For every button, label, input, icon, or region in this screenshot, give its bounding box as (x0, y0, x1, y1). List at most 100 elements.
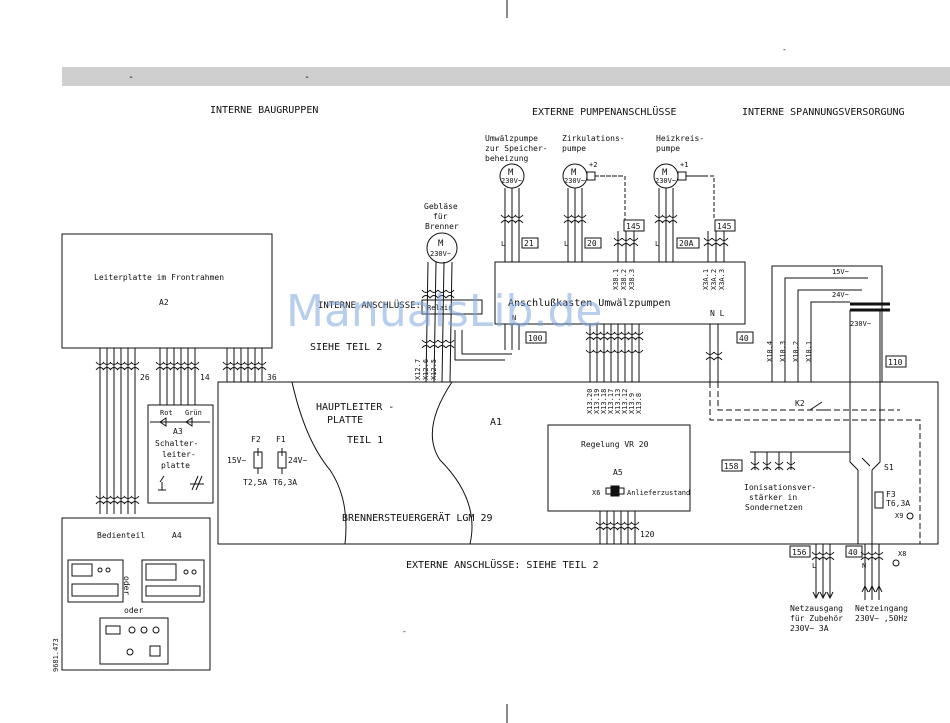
burner-controller-label: BRENNERSTEUERGERÄT LGM 29 (342, 511, 493, 524)
pump-heat-label-1: Heizkreis- (656, 134, 704, 143)
ionization-label-3: Sondernetzen (745, 503, 803, 512)
part1-label: TEIL 1 (347, 435, 383, 446)
pump-heat-label-2: pumpe (656, 144, 680, 153)
relay-k2-contact (809, 401, 830, 411)
pumpbox-leads-left (454, 324, 520, 361)
internal-connections-label: INTERNE ANSCHLÜSSE: (318, 300, 421, 311)
x13-5: X13.13 (614, 389, 622, 414)
x38-leads (613, 231, 639, 262)
fuse-f1-label: F1 (276, 435, 286, 444)
x6-jumper-icon (605, 485, 625, 497)
x13-1: X13.20 (586, 389, 594, 414)
x10-1: X10.4 (766, 341, 774, 362)
terminal-40a-label: 40 (739, 334, 749, 343)
pump-storage-voltage: 230V~ (501, 177, 522, 185)
header-mark-1: - (128, 72, 134, 83)
terminal-20-label: 20 (587, 239, 597, 248)
pump-heating (653, 163, 715, 262)
a3-label-3: platte (161, 461, 190, 470)
a5-id: A5 (613, 468, 623, 477)
connector-26-label: 26 (140, 373, 150, 382)
terminal-40b-label: 40 (848, 548, 858, 557)
ionization-label-1: Ionisationsver- (744, 483, 816, 492)
pump-storage (499, 163, 525, 262)
relay-box (421, 299, 483, 315)
blower-label-3: Brenner (425, 222, 459, 231)
fuse-f2-rating: T2,5A (243, 478, 267, 487)
x38-3: X38.3 (628, 269, 636, 290)
pump-storage-label-3: beheizung (485, 154, 529, 163)
a3-id: A3 (173, 427, 183, 436)
pump-storage-label-2: zur Speicher- (485, 144, 548, 153)
external-connections-label: EXTERNE ANSCHLÜSSE: SIEHE TEIL 2 (406, 558, 599, 571)
terminal-21-label: 21 (524, 239, 534, 248)
input-nle: N (862, 562, 866, 570)
pumpbox-leads-right (705, 324, 723, 382)
output-leads (811, 544, 835, 600)
x13-8: X13.8 (635, 393, 643, 414)
fuse-f2-label: F2 (251, 435, 261, 444)
switch-s1 (849, 382, 881, 544)
input-label-2: 230V~ ,50Hz (855, 614, 908, 623)
x12-1: X12.7 (414, 359, 422, 380)
watermark: ManualsLib.de (286, 286, 602, 337)
connector-36-label: 36 (267, 373, 277, 382)
x6-label: X6 (592, 489, 600, 497)
connector-120-label: 120 (640, 530, 655, 539)
fuse-f2-voltage: 15V~ (227, 456, 246, 465)
control-panel-icon-2 (141, 559, 205, 603)
pump-circ-label-1: Zirkulations- (562, 134, 625, 143)
x12-2: X12.6 (422, 359, 430, 380)
pump-heat-symbol: M (662, 168, 668, 178)
main-board-label-1: HAUPTLEITER - (316, 402, 394, 413)
blower-leads (421, 261, 455, 383)
control-panel-icon-3 (99, 617, 169, 665)
board-a3 (147, 404, 214, 504)
terminal-20a (676, 237, 700, 249)
x13-leads (585, 324, 644, 382)
terminal-40a (736, 331, 754, 344)
a4-oder-1: oder (122, 576, 131, 595)
header-mark-2: - (304, 72, 310, 83)
x10-3: X10.2 (792, 341, 800, 362)
terminal-21 (521, 237, 539, 249)
board-a1-division-2 (431, 381, 473, 545)
blower-label-1: Gebläse (424, 202, 458, 211)
x13-3: X13.18 (600, 389, 608, 414)
terminal-145b-label: 145 (717, 222, 732, 231)
x13-4: X13.17 (607, 389, 615, 414)
relay-k2-label: K2 (795, 399, 805, 408)
see-part2-label: SIEHE TEIL 2 (310, 342, 382, 353)
a3-led-green: Grün (185, 409, 202, 417)
board-a5 (547, 424, 691, 512)
terminal-145b (714, 219, 736, 232)
a3-label-1: Schalter- (155, 439, 198, 448)
switch-s1-label: S1 (884, 463, 894, 472)
x13-2: X13.19 (593, 389, 601, 414)
x13-7: X13.9 (628, 393, 636, 414)
fuse-f1-voltage: 24V~ (288, 456, 307, 465)
pump-circ-symbol: M (571, 168, 577, 178)
fuse-f3-label: F3 (886, 490, 896, 499)
control-panel-icon-1 (67, 559, 124, 603)
vr20-title: Regelung VR 20 (581, 440, 649, 449)
board-a1-division (291, 381, 347, 545)
transformer-15v: 15V~ (832, 268, 849, 276)
a3-label-2: leiter- (162, 450, 196, 459)
blower-motor (426, 232, 458, 264)
heading-internal-power: INTERNE SPANNUNGSVERSORGUNG (742, 107, 905, 118)
input-leads (860, 544, 884, 600)
pumpbox-n-label: N (512, 314, 516, 322)
terminal-156-label: 156 (792, 548, 807, 557)
blower-motor-symbol: M (438, 239, 444, 249)
x8-label: X8 (898, 550, 906, 558)
a4-title: Bedienteil (97, 531, 145, 540)
board-a4 (61, 517, 211, 671)
x13-6: X13.12 (621, 389, 629, 414)
connector-bundle-120 (595, 511, 640, 544)
transformer-24v: 24V~ (832, 291, 849, 299)
a3-led-red: Rot (160, 409, 173, 417)
pump-heat-voltage: 230V~ (655, 177, 676, 185)
fuse-f3 (874, 491, 884, 509)
x38-1: X38.1 (612, 269, 620, 290)
